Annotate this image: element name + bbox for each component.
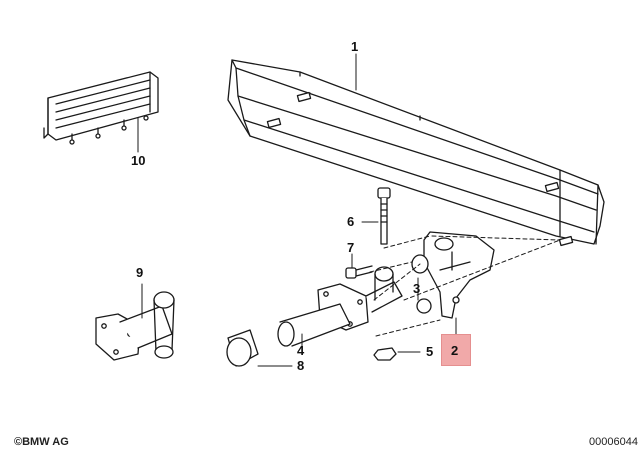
bolt-part-7	[345, 265, 373, 279]
assembly-guide-lines	[369, 235, 561, 337]
brand-label: ©BMW AG	[14, 436, 69, 448]
tube-part-9	[95, 291, 175, 361]
cap-part-8	[226, 329, 259, 367]
callout-7: 7	[347, 240, 355, 255]
bolt-part-6	[377, 187, 391, 245]
callout-9: 9	[136, 265, 144, 280]
callout-5: 5	[426, 344, 434, 359]
highlighted-part-marker	[441, 334, 471, 366]
bracket-part-2	[423, 231, 495, 319]
callout-10: 10	[131, 153, 146, 168]
callout-1: 1	[351, 39, 359, 54]
nut-part-5	[373, 347, 397, 361]
callout-3: 3	[413, 281, 421, 296]
callout-4: 4	[297, 343, 305, 358]
tow-tube-part-4	[277, 266, 403, 347]
callout-8: 8	[297, 358, 305, 373]
brand-name: BMW AG	[22, 436, 69, 448]
copyright-symbol: ©	[14, 436, 23, 448]
document-id: 00006044	[589, 436, 638, 448]
callout-6: 6	[347, 214, 355, 229]
callout-leaders	[137, 53, 457, 367]
callout-2: 2	[451, 343, 459, 358]
grille-part-10	[43, 71, 159, 145]
bumper-beam-part-1	[227, 59, 605, 247]
